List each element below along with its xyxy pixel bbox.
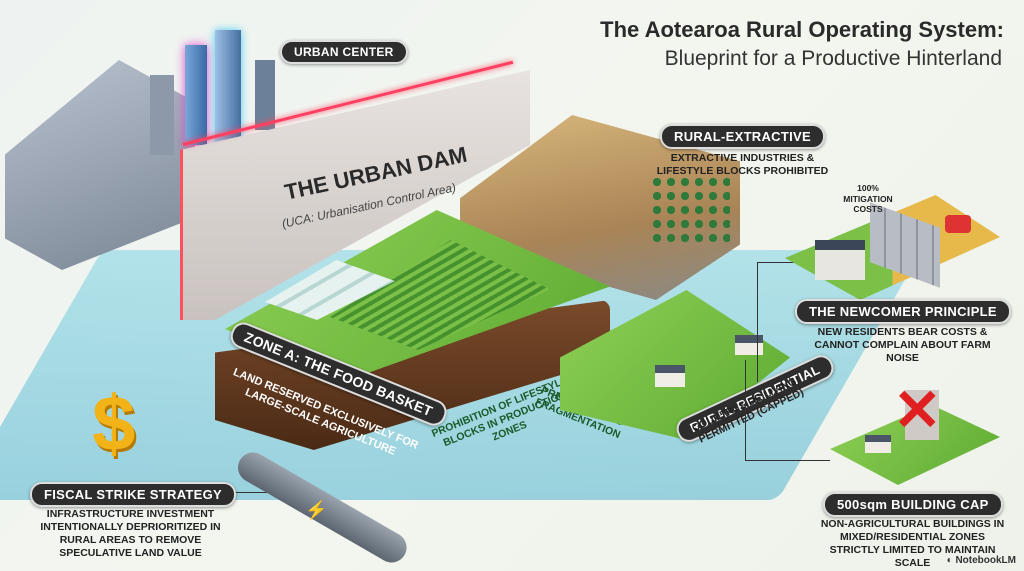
connector-line [757, 262, 797, 263]
page-title: The Aotearoa Rural Operating System: [600, 17, 1004, 42]
notebooklm-label: NotebookLM [955, 555, 1016, 566]
notebooklm-icon: ◐ [946, 555, 956, 566]
fiscal-strike-caption: INFRASTRUCTURE INVESTMENT INTENTIONALLY … [40, 508, 221, 560]
city-building [255, 60, 275, 130]
building-cap-caption: NON-AGRICULTURAL BUILDINGS IN MIXED/RESI… [820, 518, 1005, 570]
page-subtitle: Blueprint for a Productive Hinterland [664, 47, 1002, 70]
tractor-icon [945, 215, 971, 233]
dollar-sign-icon: $ [92, 379, 136, 467]
building-cap-label: 500sqm BUILDING CAP [823, 492, 1003, 517]
mitigation-costs-label: 100% MITIGATION COSTS [843, 183, 893, 215]
connector-line [745, 360, 746, 460]
pipe-crack-icon: ⚡ [305, 500, 328, 520]
newcomer-principle-caption: NEW RESIDENTS BEAR COSTS & CANNOT COMPLA… [814, 326, 991, 365]
house [735, 335, 763, 355]
urban-center-label: URBAN CENTER [280, 40, 408, 64]
house [655, 365, 685, 387]
prohibited-x-icon: ✕ [893, 378, 942, 443]
connector-line [757, 262, 758, 382]
large-building [905, 390, 939, 440]
newcomer-house [815, 240, 865, 280]
forest [650, 175, 730, 245]
city-skyscraper [185, 45, 207, 145]
small-house [865, 435, 891, 453]
rural-extractive-caption: EXTRACTIVE INDUSTRIES & LIFESTYLE BLOCKS… [656, 152, 829, 178]
notebooklm-logo: ◐ NotebookLM [947, 555, 1016, 566]
newcomer-principle-label: THE NEWCOMER PRINCIPLE [795, 299, 1011, 324]
connector-line [745, 460, 830, 461]
city-building [150, 75, 174, 155]
rural-extractive-label: RURAL-EXTRACTIVE [660, 124, 825, 149]
fiscal-strike-label: FISCAL STRIKE STRATEGY [30, 482, 237, 507]
